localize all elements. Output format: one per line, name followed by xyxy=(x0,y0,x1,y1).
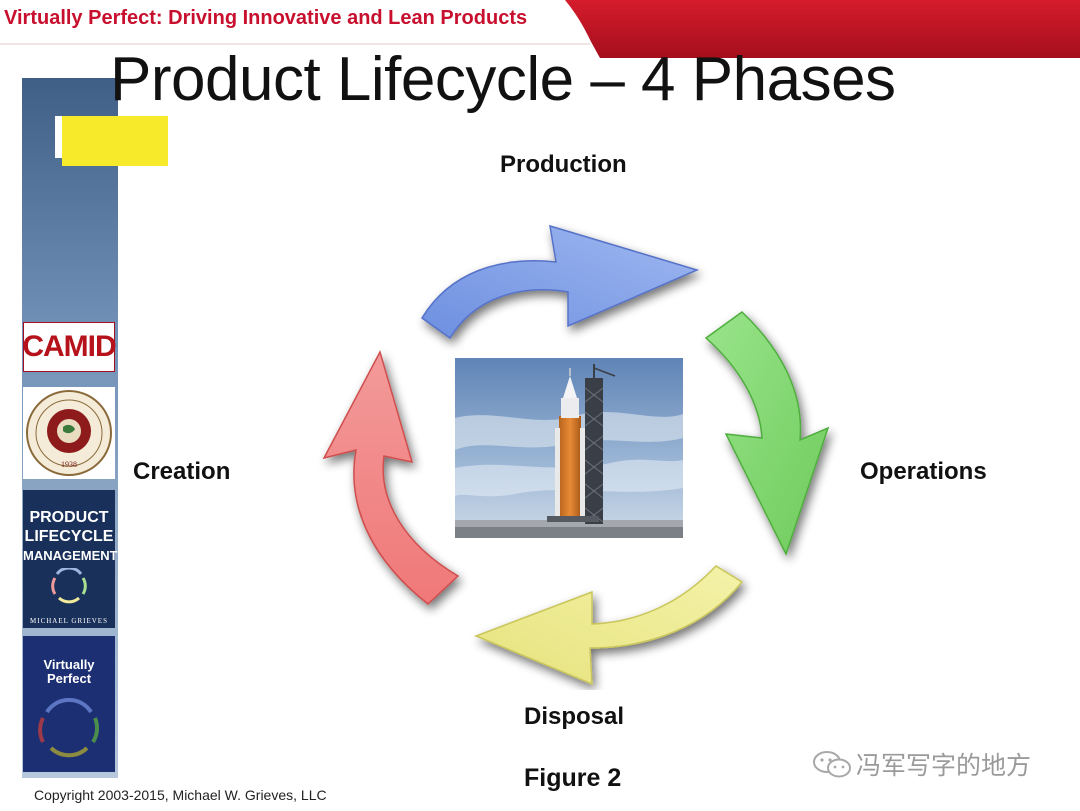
book2-cycle-icon xyxy=(38,698,99,758)
arrow-production xyxy=(420,224,700,340)
sidebar-notch xyxy=(55,116,63,158)
rocket-launch-photo xyxy=(455,358,683,538)
phase-label-operations: Operations xyxy=(860,458,987,485)
book1-title-line1: PRODUCT xyxy=(29,509,109,526)
arrow-disposal xyxy=(473,565,744,686)
seal-year: 1938 xyxy=(61,460,77,469)
header-banner xyxy=(0,0,1080,58)
watermark: 冯军写字的地方 xyxy=(812,746,1031,782)
slide-title: Product Lifecycle – 4 Phases xyxy=(110,45,896,114)
book1-title-line3: MANAGEMENT xyxy=(23,548,118,563)
book1-cycle-icon xyxy=(51,568,87,604)
camid-logo-text: CAMID xyxy=(22,330,116,363)
yellow-highlight-box xyxy=(62,116,168,166)
copyright-text: Copyright 2003-2015, Michael W. Grieves,… xyxy=(34,787,327,803)
book1-author: MICHAEL GRIEVES xyxy=(30,617,108,625)
book2-title-line2: Perfect xyxy=(46,671,92,686)
phase-label-disposal: Disposal xyxy=(524,703,625,730)
arrow-operations xyxy=(704,311,830,556)
book1-title-line2: LIFECYCLE xyxy=(24,528,114,545)
phase-label-creation: Creation xyxy=(133,458,231,485)
arrow-creation xyxy=(322,350,460,605)
camid-logo: CAMID xyxy=(22,322,117,372)
institute-seal-icon: 1938 xyxy=(23,387,115,479)
book-virtually-perfect: Virtually Perfect xyxy=(23,636,115,772)
watermark-text: 冯军写字的地方 xyxy=(856,751,1032,780)
figure-caption: Figure 2 xyxy=(524,764,622,792)
banner-title: Virtually Perfect: Driving Innovative an… xyxy=(4,7,528,29)
book-product-lifecycle-management: PRODUCT LIFECYCLE MANAGEMENT MICHAEL GRI… xyxy=(23,490,118,628)
wechat-icon xyxy=(813,751,851,778)
phase-label-production: Production xyxy=(500,151,627,178)
book2-title-line1: Virtually xyxy=(43,657,95,672)
lifecycle-cycle-diagram xyxy=(322,224,830,686)
